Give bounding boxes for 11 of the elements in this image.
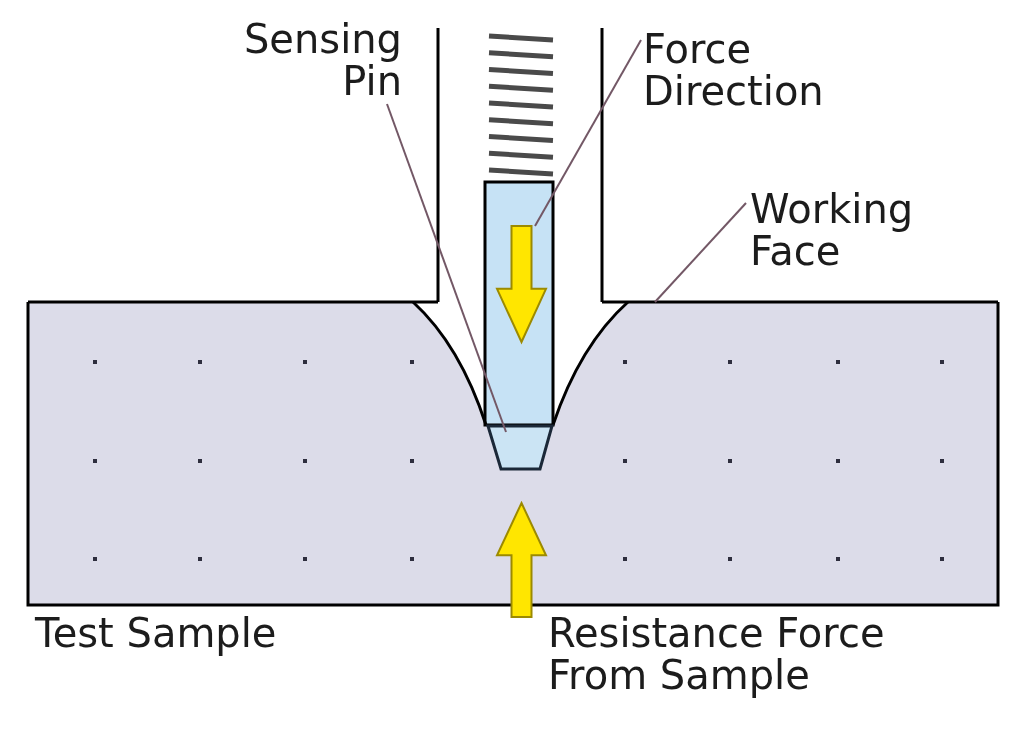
leader-line xyxy=(654,202,747,303)
part-label: Test Sample xyxy=(35,612,278,654)
direction-arrow xyxy=(495,501,548,619)
leader-line xyxy=(386,103,507,433)
working-face-line xyxy=(28,300,998,304)
callout-label: Force Direction xyxy=(643,28,883,112)
callout-label: Working Face xyxy=(750,188,970,272)
force-label: Resistance Force From Sample xyxy=(548,612,886,696)
direction-arrow xyxy=(495,224,548,344)
leader-line xyxy=(534,39,642,227)
callout-label: Sensing Pin xyxy=(212,18,402,102)
